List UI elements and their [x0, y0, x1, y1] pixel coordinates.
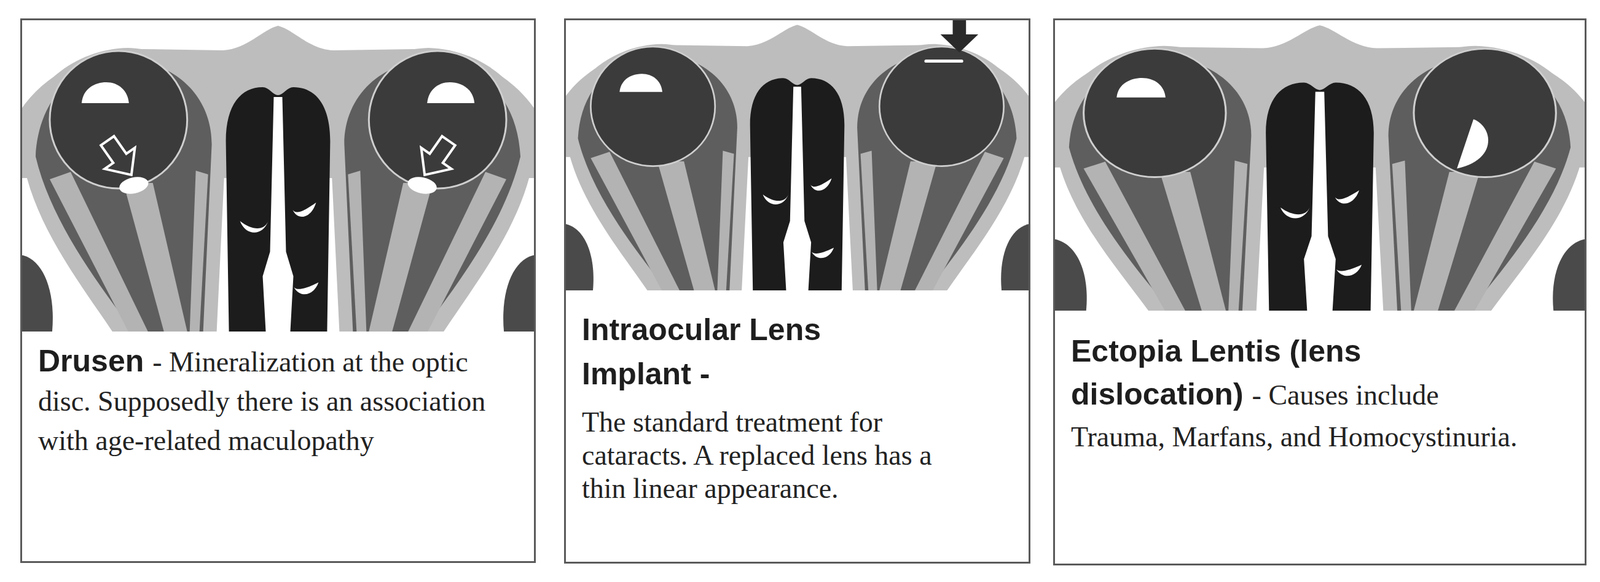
iol-clip [564, 18, 1031, 291]
lens [1116, 78, 1166, 98]
dislocated-lens [1456, 119, 1489, 169]
ectopia-illustration [1053, 18, 1587, 311]
lens [619, 73, 663, 93]
caption-text: Intraocular Lens Implant -The standard t… [581, 307, 976, 506]
pointer-arrow-head [940, 34, 979, 53]
caption-panel: Intraocular Lens Implant -The standard t… [564, 18, 1031, 565]
lens [427, 82, 475, 104]
ectopia-clip [1053, 18, 1587, 311]
panel-heading: Intraocular Lens Implant - [581, 307, 914, 397]
caption-text: Ectopia Lentis (lens dislocation)- Cause… [1070, 333, 1520, 462]
panel-description: The standard treatment for cataracts. A … [581, 406, 976, 506]
open-arrow [92, 130, 147, 186]
pointer-arrow-shaft [952, 18, 967, 35]
orbit-ct [564, 18, 1031, 291]
drusen-clip [20, 18, 536, 332]
drusen-illustration [20, 18, 536, 332]
caption-text: Drusen- Mineralization at the optic disc… [38, 344, 524, 464]
iol-illustration [564, 18, 1031, 291]
lens [81, 82, 130, 104]
optic-disc-drusen [117, 174, 150, 197]
caption-panel: Drusen- Mineralization at the optic disc… [20, 18, 536, 564]
lens-implant [925, 59, 962, 63]
orbit-ct [1053, 18, 1587, 311]
open-arrow [409, 130, 464, 186]
optic-disc-drusen [406, 174, 439, 197]
panel-heading: Drusen [38, 344, 144, 379]
caption-panel: Ectopia Lentis (lens dislocation)- Cause… [1053, 18, 1587, 566]
orbit-ct [20, 18, 536, 332]
